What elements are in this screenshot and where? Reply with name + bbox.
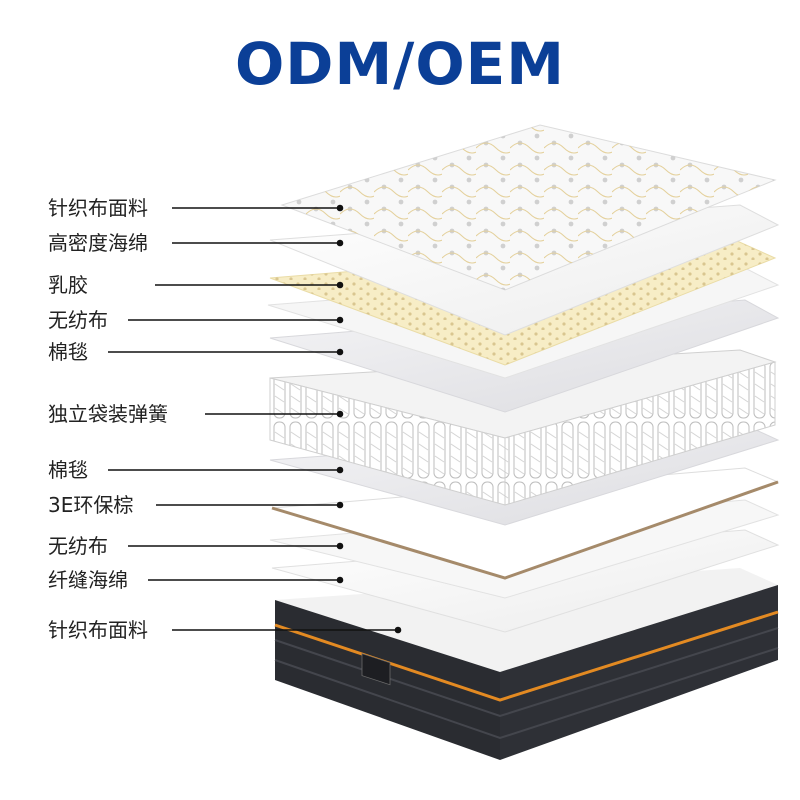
label-layer-2: 高密度海绵	[48, 231, 148, 255]
label-layer-8: 3E环保棕	[48, 493, 133, 517]
label-layer-7: 棉毯	[48, 458, 88, 482]
label-layer-3: 乳胶	[48, 273, 88, 297]
label-layer-6: 独立袋装弹簧	[48, 402, 168, 426]
label-layer-11: 针织布面料	[48, 618, 148, 642]
label-layer-1: 针织布面料	[48, 196, 148, 220]
label-layer-4: 无纺布	[48, 308, 108, 332]
label-layer-9: 无纺布	[48, 534, 108, 558]
label-layer-10: 纤缝海绵	[48, 568, 128, 592]
label-layer-5: 棉毯	[48, 340, 88, 364]
